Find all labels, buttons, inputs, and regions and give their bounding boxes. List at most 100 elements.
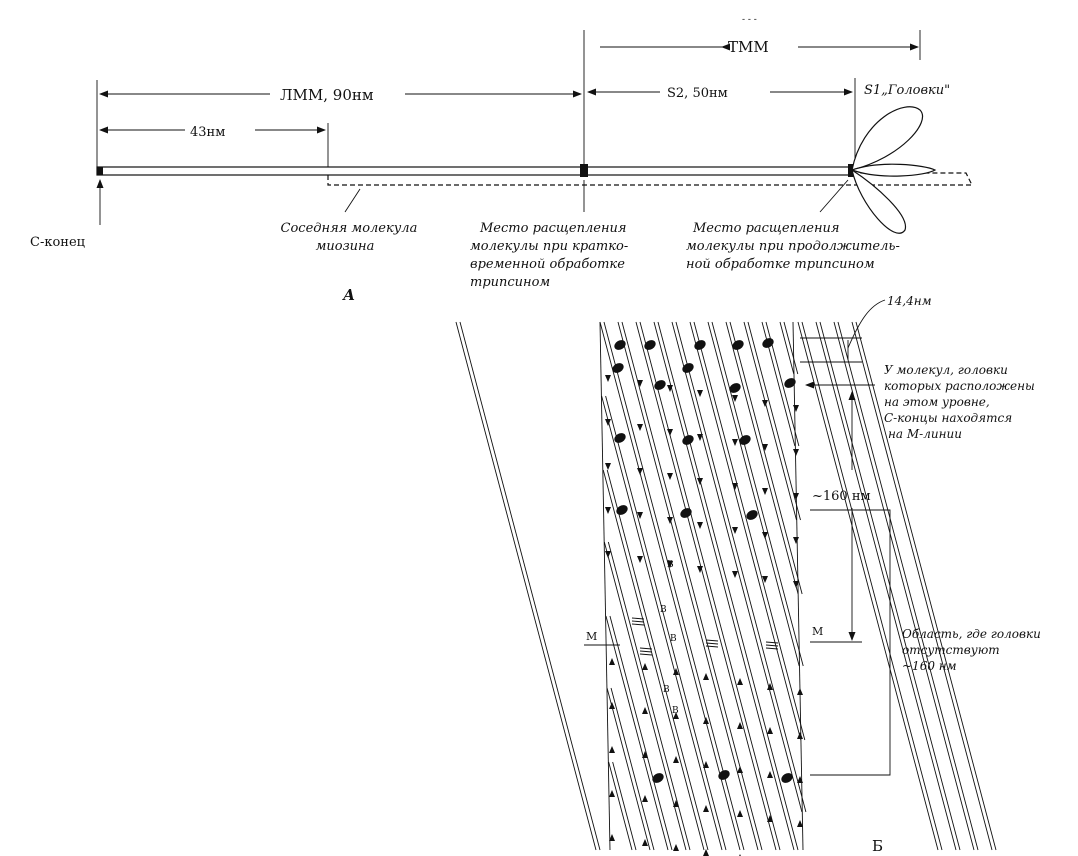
polarity-arrow-up <box>767 683 773 690</box>
b-mark: В <box>672 706 679 716</box>
filament-strand <box>833 321 975 851</box>
filament-strand <box>743 321 797 521</box>
b-mark: В <box>663 685 670 695</box>
filament-right-edge <box>792 321 804 851</box>
filament-left-edge <box>599 321 611 851</box>
m-line-tick <box>631 620 645 623</box>
polarity-arrow-up <box>673 756 679 763</box>
filament-strand <box>779 321 795 375</box>
bare-zone-label: Область, где головки отсутствуют ~160 нм <box>902 627 1045 673</box>
tmm-label: ТММ <box>728 38 769 56</box>
filament-strand <box>612 761 637 851</box>
polarity-arrow-down <box>762 488 768 495</box>
polarity-arrow-up <box>703 717 709 724</box>
myosin-head-dot <box>732 340 744 350</box>
polarity-arrow-up <box>673 668 679 675</box>
myosin-head-dot <box>654 380 666 390</box>
polarity-arrow-down <box>762 576 768 583</box>
polarity-arrow-down <box>637 468 643 475</box>
polarity-arrow-down <box>605 375 611 382</box>
filament-strand <box>729 321 803 595</box>
s1-label: S1„Головки" <box>864 83 950 98</box>
long-cleavage-pointer <box>819 179 849 213</box>
myosin-head-dot <box>762 338 774 348</box>
polarity-arrow-up <box>797 776 803 783</box>
polarity-arrow-down <box>793 449 799 456</box>
polarity-arrow-up <box>767 727 773 734</box>
s2-label: S2, 50нм <box>667 86 728 101</box>
filament-strands <box>455 321 997 851</box>
polarity-arrow-down <box>793 493 799 500</box>
polarity-arrow-down <box>762 400 768 407</box>
level-note: У молекул, головки которых расположены н… <box>884 363 1039 441</box>
m-label-left: М <box>586 630 597 643</box>
polarity-arrow-up <box>737 766 743 773</box>
filament-strand <box>725 321 799 595</box>
filament-strand <box>653 321 795 851</box>
myosin-head-dot <box>781 773 793 783</box>
myosin-head-dot <box>729 383 741 393</box>
filament-strand <box>797 321 939 851</box>
polarity-arrow-down <box>605 419 611 426</box>
polarity-arrow-up <box>737 722 743 729</box>
panel-a: ТММ - - - ЛММ, 90нм S2, 50нм S1„Головки"… <box>30 15 973 304</box>
filament-strand <box>606 469 709 851</box>
polarity-arrow-up <box>609 746 615 753</box>
polarity-arrow-up <box>642 751 648 758</box>
filament-strand <box>711 321 804 667</box>
myosin-head-dot <box>612 363 624 373</box>
polarity-arrow-up <box>642 795 648 802</box>
polarity-arrow-down <box>697 434 703 441</box>
myosin-head-upper <box>851 106 923 171</box>
polarity-arrow-up <box>609 790 615 797</box>
filament-strand <box>657 321 799 851</box>
polarity-arrow-up <box>797 732 803 739</box>
polarity-arrow-up <box>673 844 679 851</box>
polarity-arrow-down <box>793 537 799 544</box>
polarity-arrow-down <box>667 429 673 436</box>
polarity-arrow-down <box>637 512 643 519</box>
polarity-arrow-down <box>732 571 738 578</box>
long-cleavage-label: Место расщепления молекулы при продолжит… <box>686 221 904 272</box>
m-line-tick <box>705 642 719 645</box>
dist-label: ~160 нм <box>812 489 871 504</box>
decor-dots: - - - <box>742 15 757 25</box>
short-cleavage-mark <box>580 164 588 177</box>
polarity-arrow-down <box>667 561 673 568</box>
filament-strand <box>607 541 691 851</box>
spacing-pointer <box>847 299 886 349</box>
polarity-arrow-down <box>605 551 611 558</box>
filament-strand <box>605 395 727 851</box>
b-mark: В <box>670 634 677 644</box>
filament-strand <box>689 321 802 741</box>
m-line-tick <box>639 653 653 656</box>
myosin-head-dot <box>652 773 664 783</box>
myosin-head-dot <box>718 770 730 780</box>
filament-strand <box>603 321 745 851</box>
myosin-rod <box>96 166 852 176</box>
polarity-arrow-down <box>762 444 768 451</box>
polarity-arrow-up <box>642 707 648 714</box>
polarity-arrow-down <box>667 517 673 524</box>
filament-strand <box>617 321 759 851</box>
polarity-arrow-up <box>797 688 803 695</box>
filament-heads <box>612 338 796 783</box>
polarity-arrow-down <box>697 390 703 397</box>
m-label-right: М <box>812 625 823 638</box>
filament-strand <box>707 321 800 667</box>
filament-strand <box>602 469 705 851</box>
filament-strand <box>635 321 777 851</box>
polarity-arrow-down <box>697 522 703 529</box>
myosin-head-dot <box>682 363 694 373</box>
filament-strand <box>599 321 741 851</box>
polarity-arrow-down <box>637 556 643 563</box>
dim43-label: 43нм <box>190 125 225 140</box>
myosin-head-lower <box>851 168 906 234</box>
polarity-arrow-up <box>703 849 709 856</box>
polarity-arrow-up <box>642 839 648 846</box>
polarity-arrow-down <box>732 395 738 402</box>
b-mark: В <box>660 605 667 615</box>
m-line-tick <box>765 644 779 647</box>
filament-strand <box>783 321 799 375</box>
